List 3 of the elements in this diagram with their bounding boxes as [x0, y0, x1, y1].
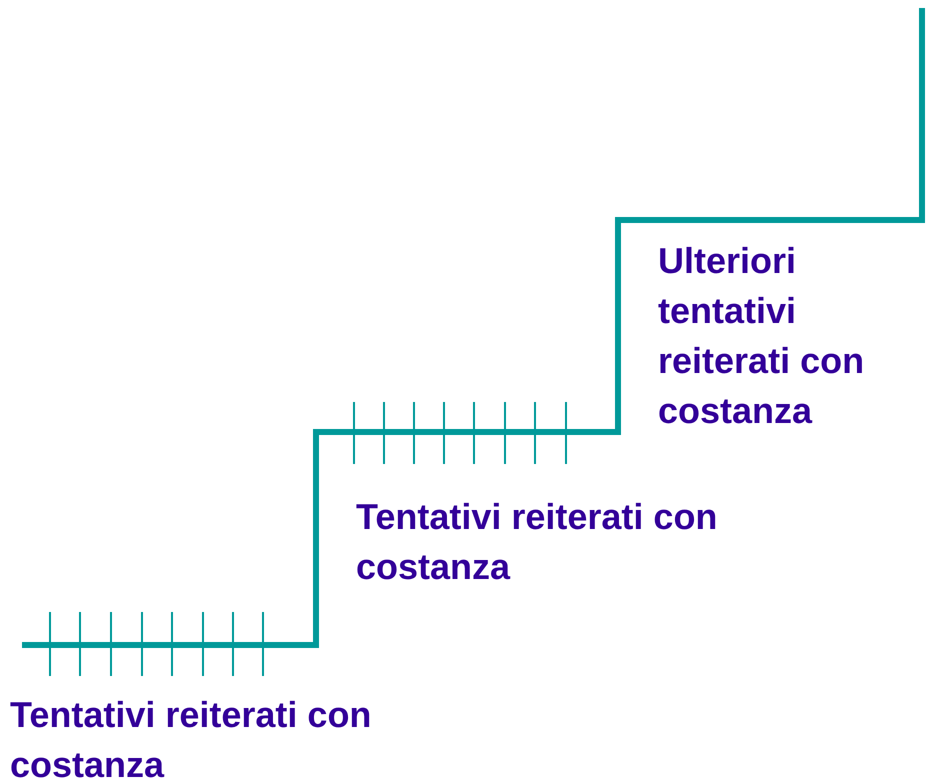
step-label: Ulteriori tentativi reiterati con costanza	[658, 239, 866, 433]
step-label: Tentativi reiterati con costanza	[10, 693, 372, 781]
step-label: Tentativi reiterati con costanza	[356, 495, 718, 589]
